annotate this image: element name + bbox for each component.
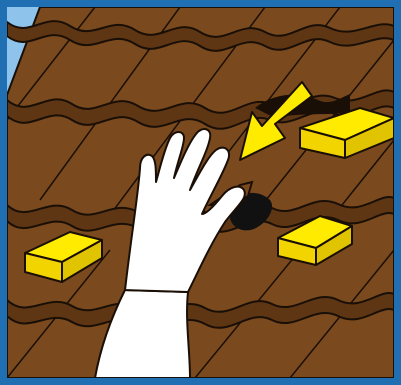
roof-repair-illustration [0, 0, 401, 385]
